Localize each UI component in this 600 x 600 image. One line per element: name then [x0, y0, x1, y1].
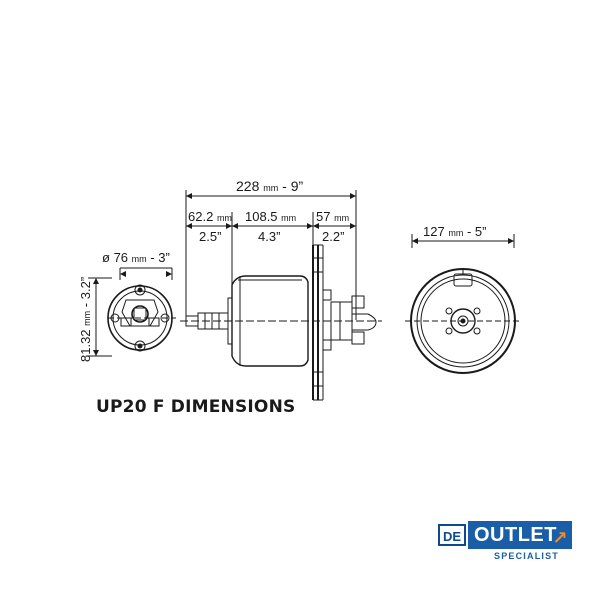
dimension-labels: 228 mm - 9” 62.2 mm 2.5” 108.5 mm 4.3” 5…	[78, 178, 486, 362]
overall-dimension-line	[185, 190, 357, 320]
height-label: 81.32 mm - 3.2”	[78, 277, 93, 362]
diameter-label: ø 76 mm - 3”	[102, 250, 170, 265]
logo-name: OUTLET ↗	[468, 521, 572, 549]
left-view-flange	[88, 267, 176, 357]
arrowheads	[93, 193, 514, 356]
drawing-title: UP20 F DIMENSIONS	[96, 397, 296, 417]
segment-dimension-lines	[186, 212, 356, 290]
seg2-metric-label: 108.5 mm	[245, 209, 296, 224]
right-view-helm	[405, 234, 522, 374]
seg3-metric-label: 57 mm	[316, 209, 349, 224]
side-view-helm	[180, 244, 382, 401]
seg1-imperial-label: 2.5”	[199, 229, 221, 244]
seg2-imperial-label: 4.3”	[258, 229, 280, 244]
logo-prefix: DE	[438, 524, 466, 546]
front-label: 127 mm - 5”	[423, 224, 486, 239]
seg3-imperial-label: 2.2”	[322, 229, 344, 244]
de-outlet-logo[interactable]: DE OUTLET ↗ SPECIALIST	[438, 516, 574, 564]
logo-name-text: OUTLET	[474, 524, 557, 546]
overall-label: 228 mm - 9”	[236, 178, 303, 194]
arrow-icon: ↗	[552, 528, 568, 549]
seg1-metric-label: 62.2 mm	[188, 209, 232, 224]
logo-tagline: SPECIALIST	[494, 551, 560, 561]
